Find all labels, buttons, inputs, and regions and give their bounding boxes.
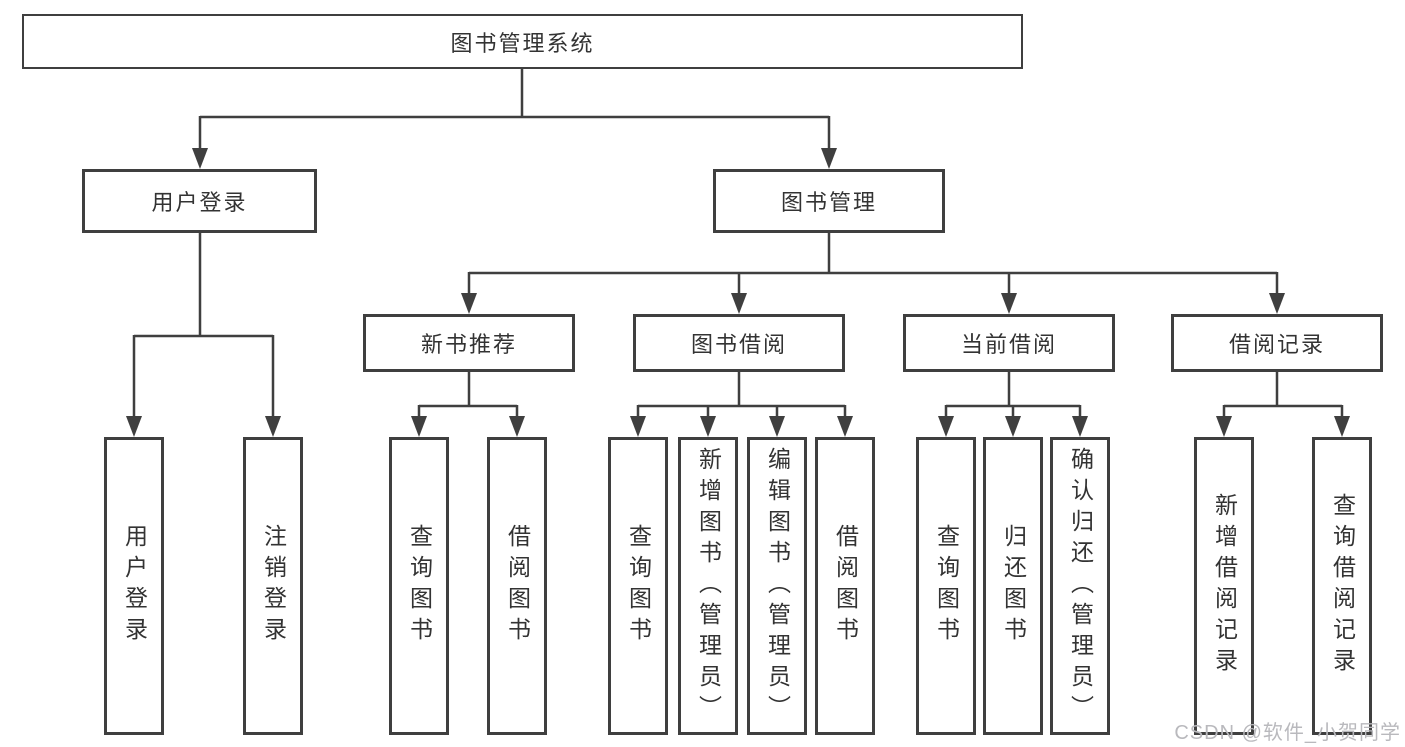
node-current-borrow: 当前借阅 — [903, 314, 1115, 372]
leaf-label: 归还图书 — [1000, 524, 1027, 648]
connector-root-to-level2 — [198, 69, 831, 152]
leaf-label: 查询图书 — [406, 524, 433, 648]
arrow-down-icon — [630, 416, 646, 437]
leaf-borrowrecord-query-record: 查询借阅记录 — [1312, 437, 1372, 735]
leaf-newbookrec-query-book: 查询图书 — [389, 437, 449, 735]
leaf-user-login-logout: 注销登录 — [243, 437, 303, 735]
arrow-down-icon — [192, 148, 208, 169]
leaf-label: 查询图书 — [625, 524, 652, 648]
node-new-book-recommend: 新书推荐 — [363, 314, 575, 372]
leaf-bookborrow-add-book-admin: 新增图书（管理员） — [678, 437, 738, 735]
arrow-down-icon — [1334, 416, 1350, 437]
leaf-label: 新增图书（管理员） — [695, 446, 722, 726]
leaf-currentborrow-query-book: 查询图书 — [916, 437, 976, 735]
leaf-currentborrow-confirm-return-admin: 确认归还（管理员） — [1050, 437, 1110, 735]
leaf-label: 编辑图书（管理员） — [764, 446, 791, 726]
arrow-down-icon — [700, 416, 716, 437]
node-book-management: 图书管理 — [713, 169, 945, 233]
csdn-watermark: CSDN @软件_小贺同学 — [1174, 722, 1401, 744]
connector-userlogin-to-leaves — [132, 233, 275, 420]
arrow-down-icon — [938, 416, 954, 437]
arrow-down-icon — [1001, 293, 1017, 314]
leaf-label: 新增借阅记录 — [1211, 493, 1238, 679]
node-user-login-label: 用户登录 — [151, 190, 248, 215]
node-borrow-record: 借阅记录 — [1171, 314, 1383, 372]
leaf-label: 用户登录 — [121, 524, 148, 648]
node-new-book-recommend-label: 新书推荐 — [420, 332, 517, 357]
connector-bookborrow-to-leaves — [636, 372, 847, 420]
node-user-login: 用户登录 — [82, 169, 317, 233]
leaf-user-login-login: 用户登录 — [104, 437, 164, 735]
arrow-down-icon — [509, 416, 525, 437]
leaf-borrowrecord-add-record: 新增借阅记录 — [1194, 437, 1254, 735]
connector-newbookrec-to-leaves — [417, 372, 519, 420]
node-book-management-label: 图书管理 — [780, 190, 877, 215]
leaf-label: 借阅图书 — [504, 524, 531, 648]
arrow-down-icon — [1269, 293, 1285, 314]
arrowheads — [126, 148, 1350, 437]
node-root-label: 图书管理系统 — [450, 30, 595, 56]
connector-bookmgmt-to-level3 — [467, 233, 1279, 297]
leaf-label: 借阅图书 — [832, 524, 859, 648]
arrow-down-icon — [411, 416, 427, 437]
leaf-bookborrow-query-book: 查询图书 — [608, 437, 668, 735]
node-book-borrow-label: 图书借阅 — [690, 332, 787, 357]
leaf-bookborrow-edit-book-admin: 编辑图书（管理员） — [747, 437, 807, 735]
arrow-down-icon — [1072, 416, 1088, 437]
node-current-borrow-label: 当前借阅 — [960, 332, 1057, 357]
arrow-down-icon — [821, 148, 837, 169]
leaf-label: 查询图书 — [933, 524, 960, 648]
leaf-label: 查询借阅记录 — [1329, 493, 1356, 679]
leaf-label: 确认归还（管理员） — [1067, 446, 1094, 726]
node-book-borrow: 图书借阅 — [633, 314, 845, 372]
arrow-down-icon — [731, 293, 747, 314]
leaf-bookborrow-borrow-book: 借阅图书 — [815, 437, 875, 735]
leaf-label: 注销登录 — [260, 524, 287, 648]
connector-currentborrow-to-leaves — [944, 372, 1082, 420]
arrow-down-icon — [769, 416, 785, 437]
leaf-newbookrec-borrow-book: 借阅图书 — [487, 437, 547, 735]
leaf-currentborrow-return-book: 归还图书 — [983, 437, 1043, 735]
node-borrow-record-label: 借阅记录 — [1228, 332, 1325, 357]
arrow-down-icon — [837, 416, 853, 437]
node-root: 图书管理系统 — [22, 14, 1023, 69]
arrow-down-icon — [265, 416, 281, 437]
arrow-down-icon — [461, 293, 477, 314]
arrow-down-icon — [126, 416, 142, 437]
connector-borrowrecord-to-leaves — [1222, 372, 1344, 420]
arrow-down-icon — [1216, 416, 1232, 437]
arrow-down-icon — [1005, 416, 1021, 437]
